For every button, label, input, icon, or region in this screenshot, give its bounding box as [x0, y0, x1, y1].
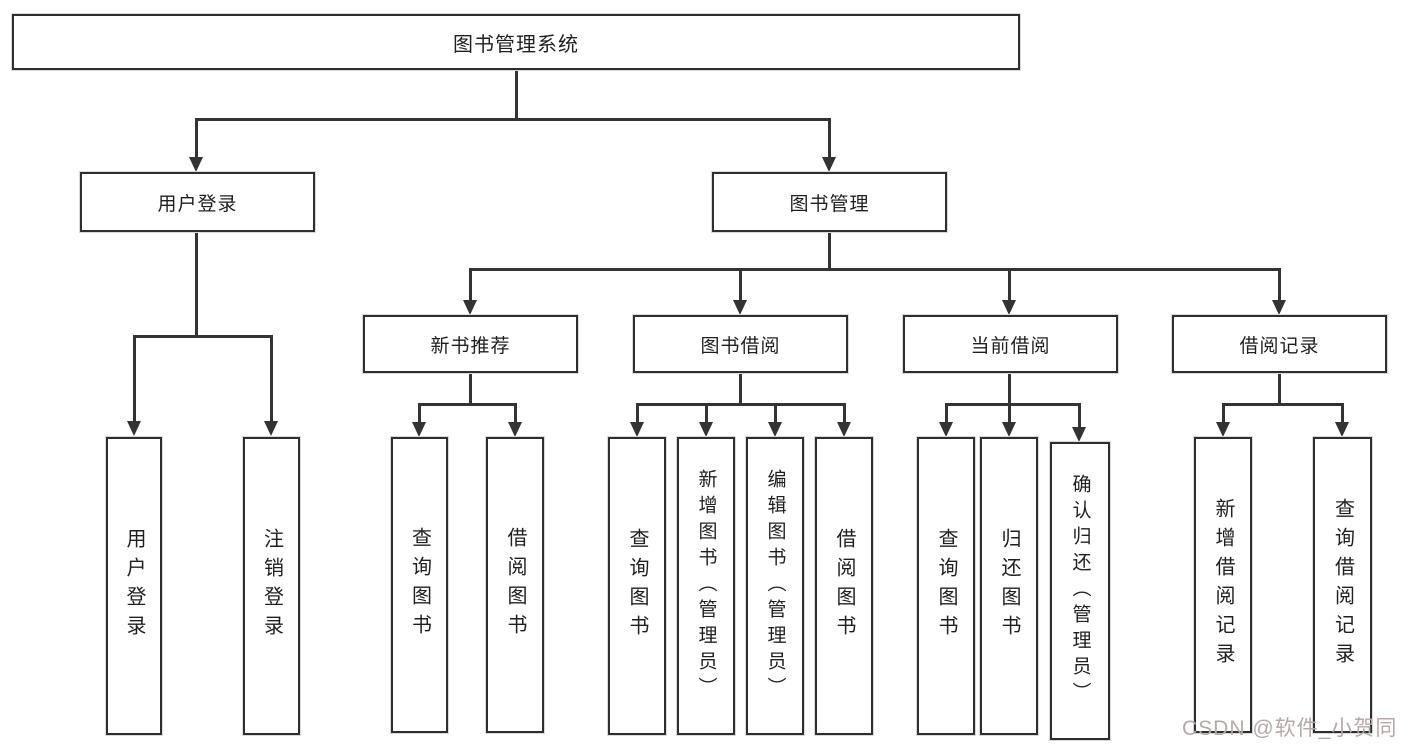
node-leaf-user-login: 用户登录: [106, 437, 162, 735]
arrow-down-icon: [463, 300, 477, 315]
node-leaf-nbr-query-books-label: 查询图书: [408, 527, 431, 643]
connector-line: [945, 403, 1081, 406]
connector-line: [843, 403, 846, 423]
node-current-borrow: 当前借阅: [903, 315, 1118, 373]
arrow-down-icon: [939, 422, 953, 437]
node-book-borrow: 图书借阅: [633, 315, 848, 373]
connector-line: [195, 232, 198, 338]
node-leaf-nbr-query-books: 查询图书: [391, 437, 448, 733]
connector-line: [515, 70, 518, 120]
node-borrow-records-label: 借阅记录: [1239, 335, 1320, 357]
connector-line: [1078, 403, 1081, 428]
csdn-watermark: CSDN @软件_小贺同学: [1182, 717, 1398, 740]
node-leaf-nbr-borrow-books: 借阅图书: [486, 437, 544, 733]
arrow-down-icon: [822, 157, 836, 172]
node-leaf-cb-confirm-return-label: 确认归还（管理员）: [1069, 474, 1091, 708]
connector-line: [418, 403, 421, 423]
node-leaf-bb-query-books-label: 查询图书: [626, 528, 648, 644]
node-root-label: 图书管理系统: [453, 33, 579, 56]
connector-line: [270, 335, 273, 422]
node-new-book-rec-label: 新书推荐: [430, 335, 511, 357]
node-leaf-cb-return-books: 归还图书: [980, 437, 1038, 735]
node-leaf-nbr-borrow-books-label: 借阅图书: [504, 527, 526, 643]
connector-line: [774, 403, 777, 423]
node-leaf-bb-borrow-books: 借阅图书: [815, 437, 873, 735]
arrow-down-icon: [1002, 300, 1016, 315]
connector-line: [739, 268, 742, 302]
arrow-down-icon: [1335, 422, 1349, 437]
arrow-down-icon: [264, 421, 278, 436]
connector-line: [1278, 373, 1281, 406]
node-leaf-user-login-label: 用户登录: [123, 528, 145, 644]
connector-line: [195, 118, 831, 121]
connector-line: [1341, 403, 1344, 423]
node-leaf-bb-borrow-books-label: 借阅图书: [833, 528, 855, 644]
arrow-down-icon: [412, 422, 426, 437]
connector-line: [514, 403, 517, 423]
connector-line: [1222, 403, 1225, 423]
node-new-book-rec: 新书推荐: [363, 315, 578, 373]
node-leaf-br-add-record: 新增借阅记录: [1194, 437, 1252, 733]
node-leaf-br-query-record: 查询借阅记录: [1313, 437, 1372, 733]
arrow-down-icon: [127, 421, 141, 436]
connector-line: [195, 118, 198, 158]
connector-line: [1222, 403, 1344, 406]
connector-line: [1278, 268, 1281, 302]
arrow-down-icon: [837, 422, 851, 437]
connector-line: [636, 403, 845, 406]
connector-line: [1008, 373, 1011, 406]
node-leaf-cb-return-books-label: 归还图书: [998, 528, 1020, 644]
node-leaf-bb-edit-books: 编辑图书（管理员）: [746, 437, 804, 735]
connector-line: [469, 268, 472, 302]
node-user-login-label: 用户登录: [157, 193, 238, 215]
connector-line: [1008, 268, 1011, 302]
node-leaf-cb-confirm-return: 确认归还（管理员）: [1050, 442, 1110, 740]
connector-line: [828, 232, 831, 271]
arrow-down-icon: [699, 422, 713, 437]
connector-line: [945, 403, 948, 423]
arrow-down-icon: [1002, 422, 1016, 437]
node-leaf-bb-edit-books-label: 编辑图书（管理员）: [764, 469, 786, 703]
node-leaf-br-add-record-label: 新增借阅记录: [1212, 498, 1234, 672]
node-user-login: 用户登录: [80, 172, 315, 232]
arrow-down-icon: [508, 422, 522, 437]
connector-line: [636, 403, 639, 423]
node-leaf-logout-label: 注销登录: [260, 528, 283, 644]
node-leaf-cb-query-books-label: 查询图书: [935, 528, 957, 644]
arrow-down-icon: [189, 157, 203, 172]
connector-line: [828, 118, 831, 158]
node-book-borrow-label: 图书借阅: [700, 335, 781, 357]
node-book-mgmt-label: 图书管理: [789, 193, 870, 215]
connector-line: [705, 403, 708, 423]
connector-line: [1008, 403, 1011, 423]
node-leaf-bb-add-books-label: 新增图书（管理员）: [695, 469, 717, 703]
arrow-down-icon: [733, 300, 747, 315]
arrow-down-icon: [1216, 422, 1230, 437]
node-leaf-br-query-record-label: 查询借阅记录: [1331, 498, 1354, 672]
node-leaf-bb-add-books: 新增图书（管理员）: [677, 437, 735, 735]
connector-line: [469, 268, 1281, 271]
node-root: 图书管理系统: [12, 14, 1020, 70]
arrow-down-icon: [1272, 300, 1286, 315]
node-borrow-records: 借阅记录: [1172, 315, 1387, 373]
connector-line: [418, 403, 517, 406]
node-leaf-bb-query-books: 查询图书: [608, 437, 666, 735]
node-book-mgmt: 图书管理: [712, 172, 947, 232]
arrow-down-icon: [768, 422, 782, 437]
arrow-down-icon: [1072, 427, 1086, 442]
node-leaf-logout: 注销登录: [243, 437, 300, 735]
connector-line: [739, 373, 742, 406]
arrow-down-icon: [630, 422, 644, 437]
connector-line: [133, 335, 273, 338]
connector-line: [469, 373, 472, 406]
node-leaf-cb-query-books: 查询图书: [917, 437, 975, 735]
node-current-borrow-label: 当前借阅: [970, 335, 1051, 357]
connector-line: [133, 335, 136, 422]
